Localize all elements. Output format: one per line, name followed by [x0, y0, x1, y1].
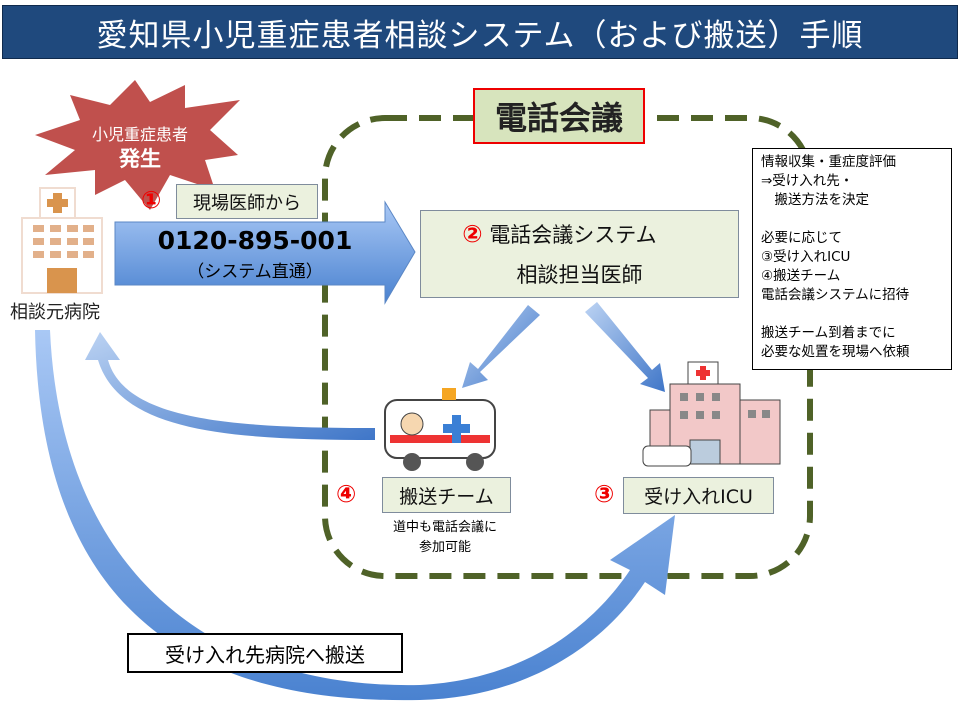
info-box: 情報収集・重症度評価 ⇒受け入れ先・ 搬送方法を決定 必要に応じて ③受け入れI…: [752, 148, 952, 370]
phone-number[interactable]: 0120-895-001: [157, 226, 353, 255]
arrow-to-transport: [462, 305, 540, 388]
phone-note: （システム直通）: [187, 262, 323, 282]
step1-number: ①: [141, 186, 162, 214]
icu-hospital-icon: [642, 361, 781, 467]
phone-arrow: [114, 200, 416, 305]
step4-number: ④: [336, 480, 357, 508]
step1-label: 現場医師から: [176, 184, 318, 219]
conference-label: 電話会議: [473, 88, 645, 144]
burst-line1: 小児重症患者: [91, 125, 188, 144]
step4-label: 搬送チーム: [382, 477, 511, 513]
step2-line1: 電話会議システム: [489, 223, 657, 247]
ambulance-icon: [384, 388, 496, 471]
return-arrow: [85, 332, 375, 440]
step3-label: 受け入れICU: [623, 477, 774, 514]
emergency-burst: [35, 80, 240, 210]
emergency-text: 小児重症患者 発生: [70, 123, 210, 173]
conference-system-box: ② 電話会議システム 相談担当医師: [420, 210, 739, 298]
page-title: 愛知県小児重症患者相談システム（および搬送）手順: [2, 5, 958, 59]
step3-number: ③: [594, 480, 615, 508]
transfer-label: 受け入れ先病院へ搬送: [127, 633, 403, 673]
step2-line2: 相談担当医師: [516, 263, 643, 287]
origin-hospital-label: 相談元病院: [10, 302, 100, 323]
phone-info: 0120-895-001 （システム直通）: [150, 226, 360, 282]
burst-line2: 発生: [119, 147, 161, 171]
step4-note-line1: 道中も電話会議に: [392, 520, 497, 535]
origin-hospital-icon: [21, 187, 103, 294]
arrow-to-icu: [585, 302, 665, 392]
step4-note: 道中も電話会議に 参加可能: [370, 518, 520, 558]
step2-number: ②: [462, 220, 483, 248]
step4-note-line2: 参加可能: [418, 540, 471, 555]
